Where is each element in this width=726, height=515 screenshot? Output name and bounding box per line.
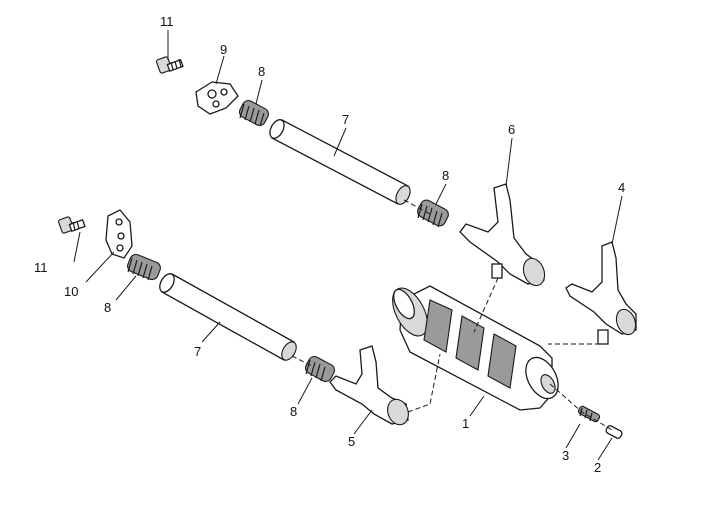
alignment-line-fork-6 bbox=[473, 277, 499, 333]
callout-11-lower: 11 bbox=[34, 260, 48, 275]
alignment-line-drum-end bbox=[549, 383, 613, 431]
callout-8-upper-right: 8 bbox=[442, 168, 449, 183]
shift-drum bbox=[392, 285, 559, 411]
fork-shaft-upper bbox=[269, 119, 411, 205]
callout-4: 4 bbox=[618, 180, 625, 195]
shift-fork-4 bbox=[565, 241, 637, 345]
alignment-line-lower-shaft bbox=[291, 355, 313, 367]
callout-7-lower: 7 bbox=[194, 344, 201, 359]
bolt-lower bbox=[57, 216, 86, 234]
alignment-line-upper-shaft bbox=[403, 199, 431, 215]
callout-8-upper-left: 8 bbox=[258, 64, 265, 79]
callout-9: 9 bbox=[220, 42, 227, 57]
spring-upper-right bbox=[417, 199, 449, 228]
callout-7-upper: 7 bbox=[342, 112, 349, 127]
callout-10: 10 bbox=[64, 284, 78, 299]
callout-2: 2 bbox=[594, 460, 601, 475]
spring-upper-left bbox=[238, 100, 270, 127]
spring-small bbox=[577, 405, 601, 423]
alignment-line-fork-5 bbox=[407, 353, 441, 413]
shift-fork-6 bbox=[459, 183, 546, 287]
callout-1: 1 bbox=[462, 416, 469, 431]
callout-11-upper: 11 bbox=[160, 14, 174, 29]
shift-fork-5 bbox=[329, 345, 409, 426]
callout-6: 6 bbox=[508, 122, 515, 137]
fork-shaft-lower bbox=[159, 273, 297, 361]
spring-lower-left bbox=[127, 253, 161, 281]
callout-5: 5 bbox=[348, 434, 355, 449]
callout-3: 3 bbox=[562, 448, 569, 463]
callout-8-lower-right: 8 bbox=[290, 404, 297, 419]
spring-lower-right bbox=[304, 356, 336, 382]
callout-8-lower-left: 8 bbox=[104, 300, 111, 315]
stopper-plate-lower bbox=[105, 209, 133, 259]
bolt-upper bbox=[155, 56, 184, 74]
stopper-plate-upper bbox=[195, 81, 239, 115]
